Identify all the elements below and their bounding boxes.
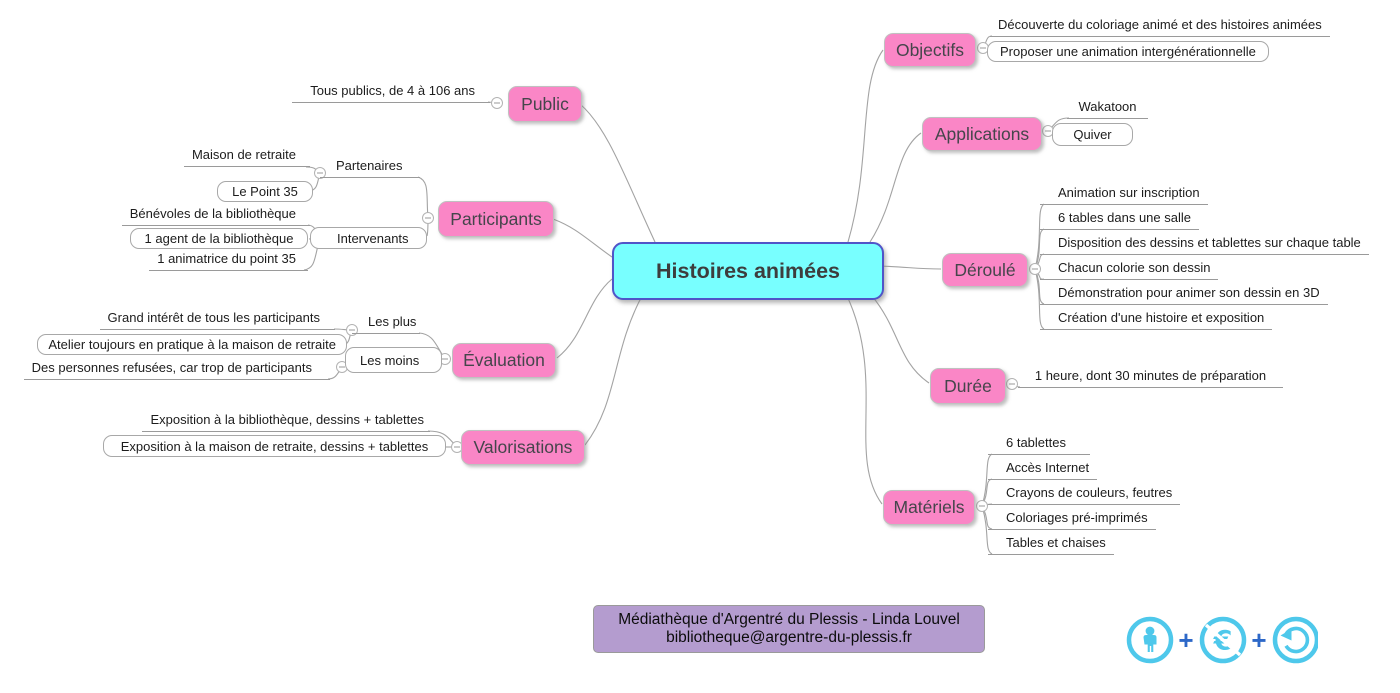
group-les-moins[interactable]: Les moins [345,347,442,373]
footer-line1: Médiathèque d'Argentré du Plessis - Lind… [618,611,960,628]
leaf-intervenants-2[interactable]: 1 agent de la bibliothèque [130,228,308,249]
plus-separator: + [1178,625,1193,655]
leaf-public-1[interactable]: Tous publics, de 4 à 106 ans [292,82,490,103]
leaf-deroule-1[interactable]: Animation sur inscription [1040,184,1208,205]
leaf-duree-1[interactable]: 1 heure, dont 30 minutes de préparation [1018,367,1283,388]
plus-separator: + [1251,625,1266,655]
collapse-icon[interactable] [346,324,358,336]
node-public[interactable]: Public [508,86,582,122]
cc-attribution-icon [1126,616,1174,664]
leaf-materiels-2[interactable]: Accès Internet [988,459,1098,480]
leaf-objectifs-1[interactable]: Découverte du coloriage animé et des his… [990,16,1330,37]
collapse-icon[interactable] [422,212,434,224]
node-participants[interactable]: Participants [438,201,554,237]
leaf-valorisations-2[interactable]: Exposition à la maison de retraite, dess… [103,435,446,457]
leaf-objectifs-2[interactable]: Proposer une animation intergénérationne… [987,41,1269,62]
node-objectifs[interactable]: Objectifs [884,33,976,67]
leaf-materiels-5[interactable]: Tables et chaises [988,534,1114,555]
collapse-icon[interactable] [314,167,326,179]
collapse-icon[interactable] [1029,263,1041,275]
leaf-deroule-2[interactable]: 6 tables dans une salle [1040,209,1199,230]
footer-credit: Médiathèque d'Argentré du Plessis - Lind… [593,605,985,653]
collapse-icon[interactable] [1006,378,1018,390]
leaf-deroule-4[interactable]: Chacun colorie son dessin [1040,259,1219,280]
node-deroule[interactable]: Déroulé [942,253,1028,287]
leaf-partenaires-1[interactable]: Maison de retraite [183,146,310,167]
leaf-les-plus-2[interactable]: Atelier toujours en pratique à la maison… [37,334,347,355]
leaf-applications-2[interactable]: Quiver [1052,123,1133,146]
collapse-icon[interactable] [336,361,348,373]
node-valorisations[interactable]: Valorisations [461,430,585,465]
node-duree[interactable]: Durée [930,368,1006,404]
cc-noncommercial-euro-icon: € [1199,616,1247,664]
leaf-materiels-4[interactable]: Coloriages pré-imprimés [988,509,1156,530]
collapse-icon[interactable] [976,500,988,512]
group-partenaires[interactable]: Partenaires [320,157,420,178]
leaf-valorisations-1[interactable]: Exposition à la bibliothèque, dessins + … [142,411,430,432]
leaf-materiels-1[interactable]: 6 tablettes [988,434,1090,455]
leaf-partenaires-2[interactable]: Le Point 35 [217,181,313,202]
footer-line2: bibliotheque@argentre-du-plessis.fr [666,629,912,646]
collapse-icon[interactable] [491,97,503,109]
leaf-applications-1[interactable]: Wakatoon [1067,98,1148,119]
node-materiels[interactable]: Matériels [883,490,975,525]
node-applications[interactable]: Applications [922,117,1042,151]
leaf-deroule-6[interactable]: Création d'une histoire et exposition [1040,309,1273,330]
leaf-les-moins-1[interactable]: Des personnes refusées, car trop de part… [23,359,330,380]
collapse-icon[interactable] [451,441,463,453]
leaf-intervenants-3[interactable]: 1 animatrice du point 35 [149,250,308,271]
collapse-icon[interactable] [1042,125,1054,137]
leaf-deroule-5[interactable]: Démonstration pour animer son dessin en … [1040,284,1328,305]
root-node[interactable]: Histoires animées [612,242,884,300]
leaf-materiels-3[interactable]: Crayons de couleurs, feutres [988,484,1181,505]
leaf-les-plus-1[interactable]: Grand intérêt de tous les participants [99,309,335,330]
group-intervenants[interactable]: Intervenants [310,227,427,249]
node-evaluation[interactable]: Évaluation [452,343,556,378]
cc-sharealike-icon [1272,616,1318,664]
leaf-deroule-3[interactable]: Disposition des dessins et tablettes sur… [1040,234,1369,255]
license-icons: + € + [1126,616,1318,664]
leaf-intervenants-1[interactable]: Bénévoles de la bibliothèque [121,205,310,226]
group-les-plus[interactable]: Les plus [352,313,420,334]
